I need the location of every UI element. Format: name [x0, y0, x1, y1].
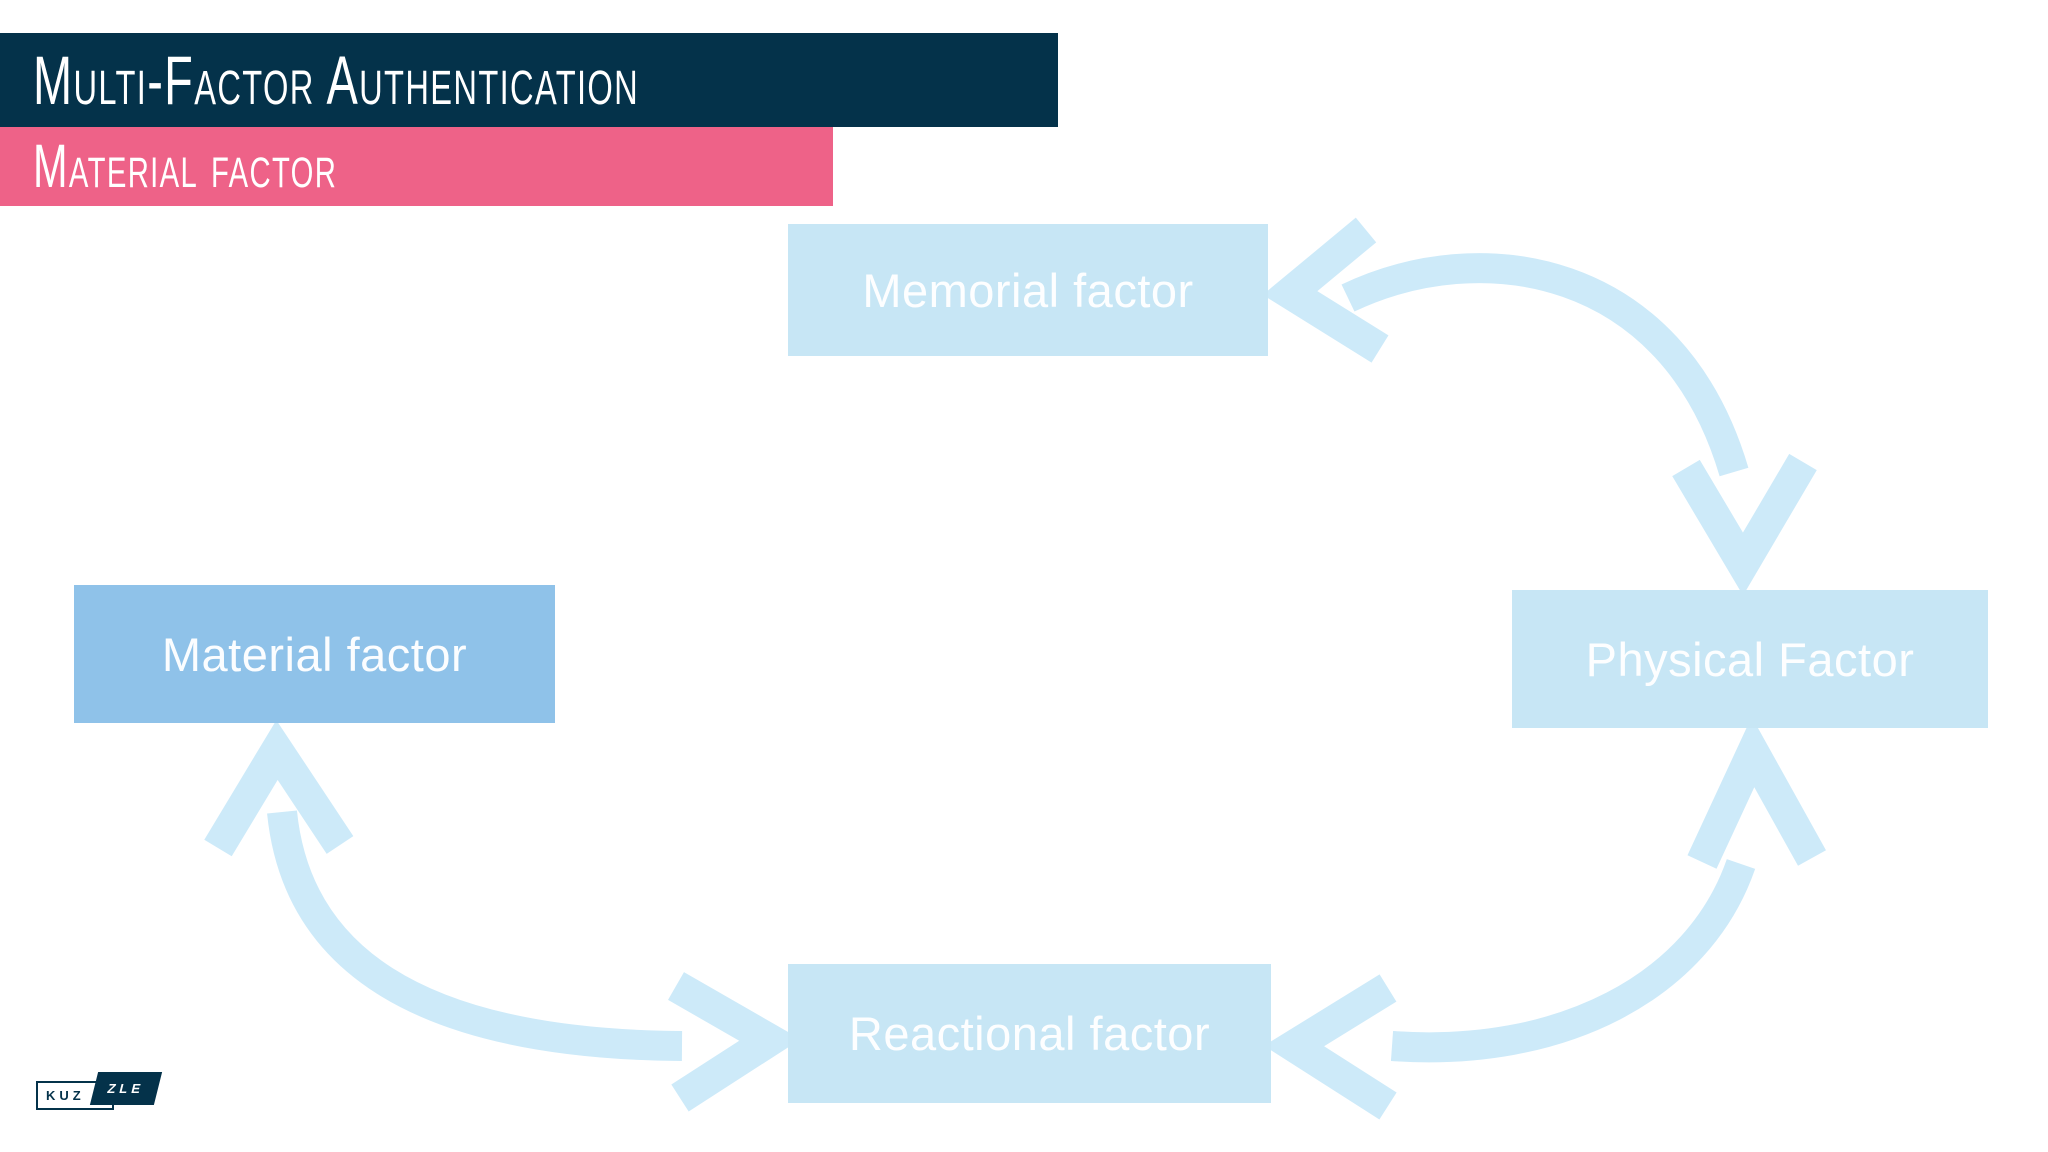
node-physical-factor: Physical Factor: [1512, 590, 1988, 728]
arrowhead-down-icon: [1672, 453, 1817, 596]
node-material-label: Material factor: [161, 627, 468, 681]
arrow-reactional-physical: [1263, 716, 1826, 1120]
kuzzle-logo: KUZ ZLE: [36, 1072, 163, 1114]
subtitle-bar: Material factor: [0, 127, 833, 206]
arrowhead-up-icon: [204, 720, 354, 857]
arrow-material-reactional: [204, 720, 801, 1112]
page-subtitle: Material factor: [33, 132, 338, 200]
arrowhead-left-icon: [1263, 974, 1397, 1120]
kuzzle-logo-right: ZLE: [89, 1072, 163, 1105]
arrowhead-left-icon: [1262, 217, 1389, 363]
node-reactional-factor: Reactional factor: [788, 964, 1271, 1103]
kuzzle-logo-right-text: ZLE: [105, 1081, 147, 1096]
node-reactional-label: Reactional factor: [848, 1007, 1211, 1060]
node-material-factor: Material factor: [74, 585, 555, 723]
node-memorial-label: Memorial factor: [862, 263, 1194, 317]
node-physical-label: Physical Factor: [1585, 632, 1915, 686]
arrowhead-right-icon: [668, 972, 801, 1112]
kuzzle-logo-left-text: KUZ: [46, 1088, 85, 1103]
arrowhead-up-icon: [1687, 716, 1826, 869]
node-memorial-factor: Memorial factor: [788, 224, 1268, 356]
page-title: Multi-Factor Authentication: [33, 41, 640, 119]
title-bar: Multi-Factor Authentication: [0, 33, 1058, 127]
arrow-memorial-physical: [1262, 217, 1817, 596]
